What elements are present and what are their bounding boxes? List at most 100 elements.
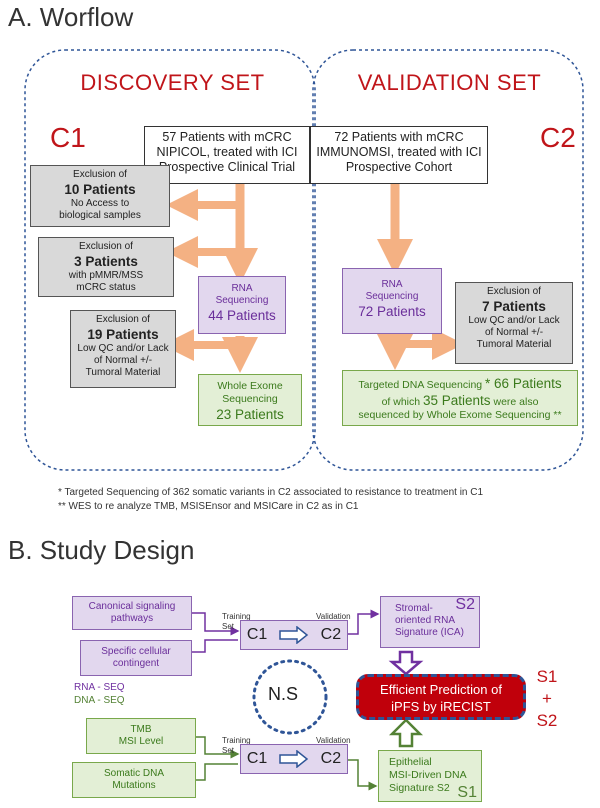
prediction-line2: iPFS by iRECIST — [391, 699, 491, 714]
exclusion-2-pre: Exclusion of — [79, 241, 133, 252]
stromal-line3: Signature (ICA) — [395, 627, 464, 638]
connector-to-epithelial — [348, 759, 378, 791]
cohort-c1-label: C1 — [50, 122, 86, 153]
wes-c1-line2: Sequencing — [222, 393, 278, 405]
c1-dna-label: C1 — [246, 750, 268, 767]
specific-line1: Specific cellular — [101, 646, 171, 657]
ns-label: N.S — [268, 684, 299, 704]
legend-rna: RNA - SEQ — [74, 682, 125, 693]
exclusion-1-line2: biological samples — [59, 210, 141, 221]
s2-label: S2 — [536, 711, 558, 730]
exclusion-3-line2: of Normal +/- — [93, 355, 153, 366]
c2-dna-label: C2 — [320, 750, 342, 767]
exclusion-box-1: Exclusion of 10 Patients No Access to bi… — [30, 165, 170, 227]
targeted-line-a: Targeted DNA Sequencing — [358, 379, 483, 391]
targeted-line-e: were also — [493, 396, 539, 408]
c2-cohort-line2: IMMUNOMSI, treated with ICI — [316, 145, 482, 159]
exclusion-3-count: 19 Patients — [87, 327, 159, 342]
somatic-line2: Mutations — [112, 780, 156, 791]
targeted-count-66: * 66 Patients — [485, 376, 562, 391]
rna-c1-line1: RNA — [231, 283, 253, 294]
arrow-epithelial-to-prediction — [388, 718, 424, 748]
exclusion-box-2: Exclusion of 3 Patients with pMMR/MSS mC… — [38, 237, 174, 297]
connector-specific — [192, 639, 238, 653]
wes-c1-line1: Whole Exome — [217, 380, 283, 392]
epithelial-signature-box: Epithelial MSI-Driven DNA Signature S2 S… — [378, 750, 482, 802]
footnote-1: * Targeted Sequencing of 362 somatic var… — [58, 487, 484, 498]
exclusion-1-count: 10 Patients — [64, 182, 136, 197]
exclusion-3-pre: Exclusion of — [96, 314, 150, 325]
tmb-line2: MSI Level — [118, 736, 164, 747]
exclusion-4-line3: Tumoral Material — [476, 339, 552, 350]
exclusion-3-line3: Tumoral Material — [85, 367, 161, 378]
exclusion-1-line1: No Access to — [70, 198, 130, 209]
rna-seq-c2-box: RNA Sequencing 72 Patients — [342, 268, 442, 334]
stromal-line1: Stromal- — [395, 603, 433, 614]
tmb-line1: TMB — [130, 724, 152, 735]
targeted-count-35: 35 Patients — [423, 393, 491, 408]
c2-cohort-line1: 72 Patients with mCRC — [334, 130, 464, 144]
study-design-canvas — [192, 609, 424, 791]
c1-c2-dna-box: C1 C2 — [240, 744, 348, 774]
validation-set-outline — [312, 49, 584, 471]
discovery-set-outline — [24, 49, 316, 471]
exclusion-4-count: 7 Patients — [482, 299, 546, 314]
stromal-signature-box: Stromal- oriented RNA Signature (ICA) S2 — [380, 596, 480, 648]
right-arrow-icon — [279, 750, 309, 768]
somatic-line1: Somatic DNA — [103, 768, 164, 779]
exclusion-2-line2: mCRC status — [76, 282, 136, 293]
footnote-2: ** WES to re analyze TMB, MSISEnsor and … — [58, 501, 359, 512]
c1-c2-rna-box: C1 C2 — [240, 620, 348, 650]
exclusion-2-line1: with pMMR/MSS — [68, 270, 144, 281]
arrow-stromal-to-prediction — [388, 650, 424, 676]
rna-c1-line2: Sequencing — [215, 295, 269, 306]
rna-c2-count: 72 Patients — [358, 304, 426, 319]
training-set-label-bottom: Training Set — [222, 736, 251, 755]
efficient-prediction-box: Efficient Prediction of iPFS by iRECIST — [356, 674, 526, 720]
stromal-tag: S2 — [455, 596, 475, 613]
wes-c1-count: 23 Patients — [216, 407, 284, 422]
validation-set-title: VALIDATION SET — [357, 70, 542, 95]
exclusion-3-line1: Low QC and/or Lack — [77, 343, 169, 354]
targeted-line-f: sequenced by Whole Exome Sequencing ** — [358, 409, 562, 421]
c2-cohort-box: 72 Patients with mCRC IMMUNOMSI, treated… — [310, 126, 488, 184]
legend-dna: DNA - SEQ — [74, 695, 125, 706]
plus-label: + — [542, 689, 552, 708]
ns-circle — [252, 659, 328, 735]
connector-to-stromal — [348, 609, 380, 635]
workflow-canvas — [24, 49, 584, 471]
c1-cohort-line1: 57 Patients with mCRC — [162, 130, 292, 144]
c2-cohort-line3: Prospective Cohort — [345, 160, 453, 174]
exclusion-box-4: Exclusion of 7 Patients Low QC and/or La… — [455, 282, 573, 364]
s1-label: S1 — [536, 667, 558, 686]
s1-plus-s2: S1 + S2 — [534, 666, 560, 732]
connector-somatic — [196, 763, 238, 781]
c1-cohort-box: 57 Patients with mCRC NIPICOL, treated w… — [144, 126, 310, 184]
rna-c2-line1: RNA — [381, 279, 403, 290]
rna-c1-count: 44 Patients — [208, 308, 276, 323]
connector-tmb — [196, 736, 240, 759]
exclusion-4-line2: of Normal +/- — [484, 327, 544, 338]
targeted-dna-box: Targeted DNA Sequencing * 66 Patients of… — [342, 370, 578, 426]
canonical-line1: Canonical signaling — [88, 601, 176, 612]
c1-cohort-line2: NIPICOL, treated with ICI — [156, 145, 298, 159]
cohort-c2-label: C2 — [540, 122, 576, 153]
epithelial-tag: S1 — [457, 784, 477, 801]
specific-line2: contingent — [112, 658, 160, 669]
wes-c1-box: Whole Exome Sequencing 23 Patients — [198, 374, 302, 426]
targeted-line-c: of which — [381, 396, 421, 408]
training-set-label-top: Training Set — [222, 612, 251, 631]
exclusion-4-line1: Low QC and/or Lack — [468, 315, 560, 326]
epithelial-line2: MSI-Driven DNA — [389, 769, 467, 781]
c2-rna-label: C2 — [320, 626, 342, 643]
stromal-line2: oriented RNA — [395, 615, 456, 626]
section-a-title: A. Worflow — [8, 2, 134, 32]
rna-c2-line2: Sequencing — [365, 291, 419, 302]
connector-canonical — [192, 612, 240, 636]
c1-rna-label: C1 — [246, 626, 268, 643]
exclusion-4-pre: Exclusion of — [487, 286, 541, 297]
c1-cohort-line3: Prospective Clinical Trial — [158, 160, 296, 174]
